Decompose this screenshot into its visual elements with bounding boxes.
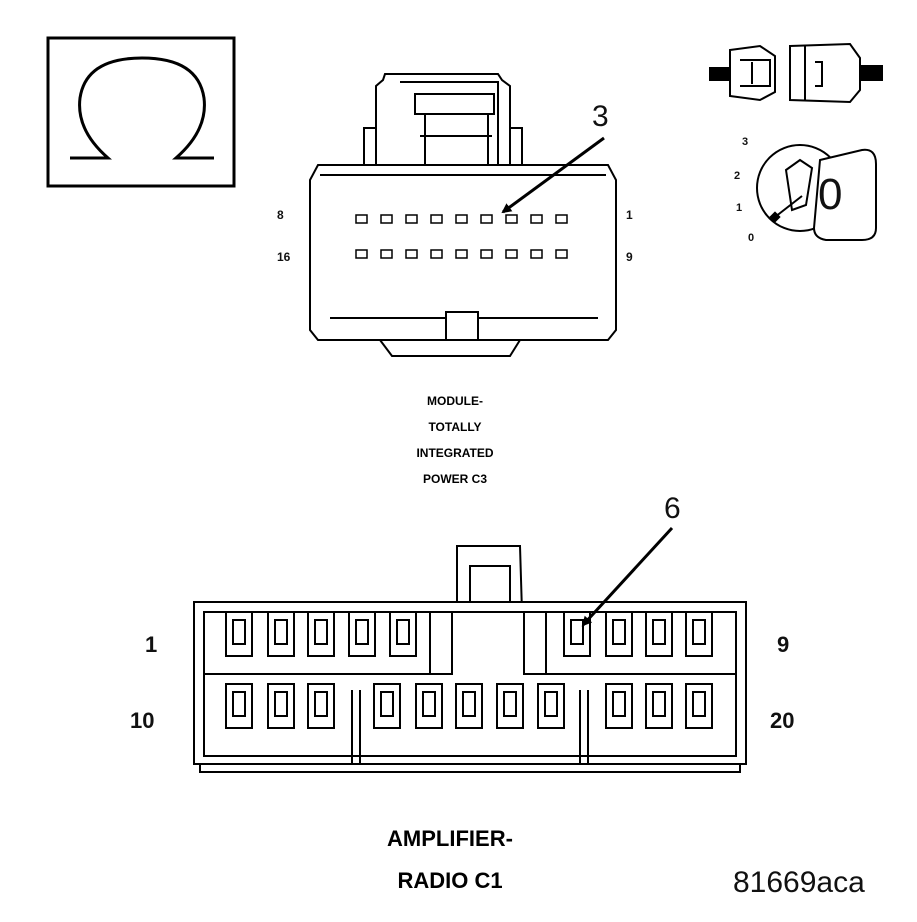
module-pin-label-8: 8: [277, 208, 284, 222]
module-title-line-4: POWER C3: [422, 472, 487, 486]
callout-3-label: 3: [592, 100, 609, 133]
amp-title-line-1: AMPLIFIER-: [387, 826, 513, 851]
amp-cavity-row-1: [225, 611, 713, 657]
ignition-position-1: 1: [736, 202, 743, 214]
amp-title-line-2: RADIO C1: [397, 868, 503, 893]
ignition-key-label: 0: [818, 170, 843, 219]
amp-pin-label-10: 10: [130, 708, 155, 733]
ignition-position-3: 3: [742, 136, 749, 148]
ignition-position-2: 2: [734, 170, 741, 182]
amp-connector-drawing: [193, 545, 747, 773]
module-connector-title: MODULE- TOTALLY INTEGRATED POWER C3: [360, 388, 550, 492]
amp-pin-label-20: 20: [770, 708, 795, 733]
callout-3-arrow: [501, 136, 605, 214]
module-title-line-2: TOTALLY: [428, 420, 482, 434]
module-pin-label-9: 9: [626, 250, 633, 264]
connector-disconnected-icon: [709, 42, 883, 104]
ignition-position-0: 0: [748, 232, 755, 244]
callout-6-label: 6: [664, 492, 681, 525]
ignition-pointer: [774, 195, 803, 218]
ohmmeter-icon: [46, 36, 236, 188]
figure-id: 81669aca: [733, 866, 865, 899]
amp-connector-title: AMPLIFIER- RADIO C1: [330, 818, 570, 902]
amp-pin-label-9: 9: [777, 632, 790, 657]
module-pin-label-1: 1: [626, 208, 633, 222]
module-pin-label-16: 16: [277, 250, 291, 264]
callout-6-arrow: [581, 526, 674, 627]
module-cavities: [355, 214, 568, 259]
ignition-key-off-icon: [756, 144, 877, 241]
module-title-line-3: INTEGRATED: [416, 446, 494, 460]
amp-cavity-row-2: [225, 683, 713, 729]
amp-cavities: [225, 611, 713, 729]
module-title-line-1: MODULE-: [427, 394, 483, 408]
amp-pin-label-1: 1: [145, 632, 158, 657]
